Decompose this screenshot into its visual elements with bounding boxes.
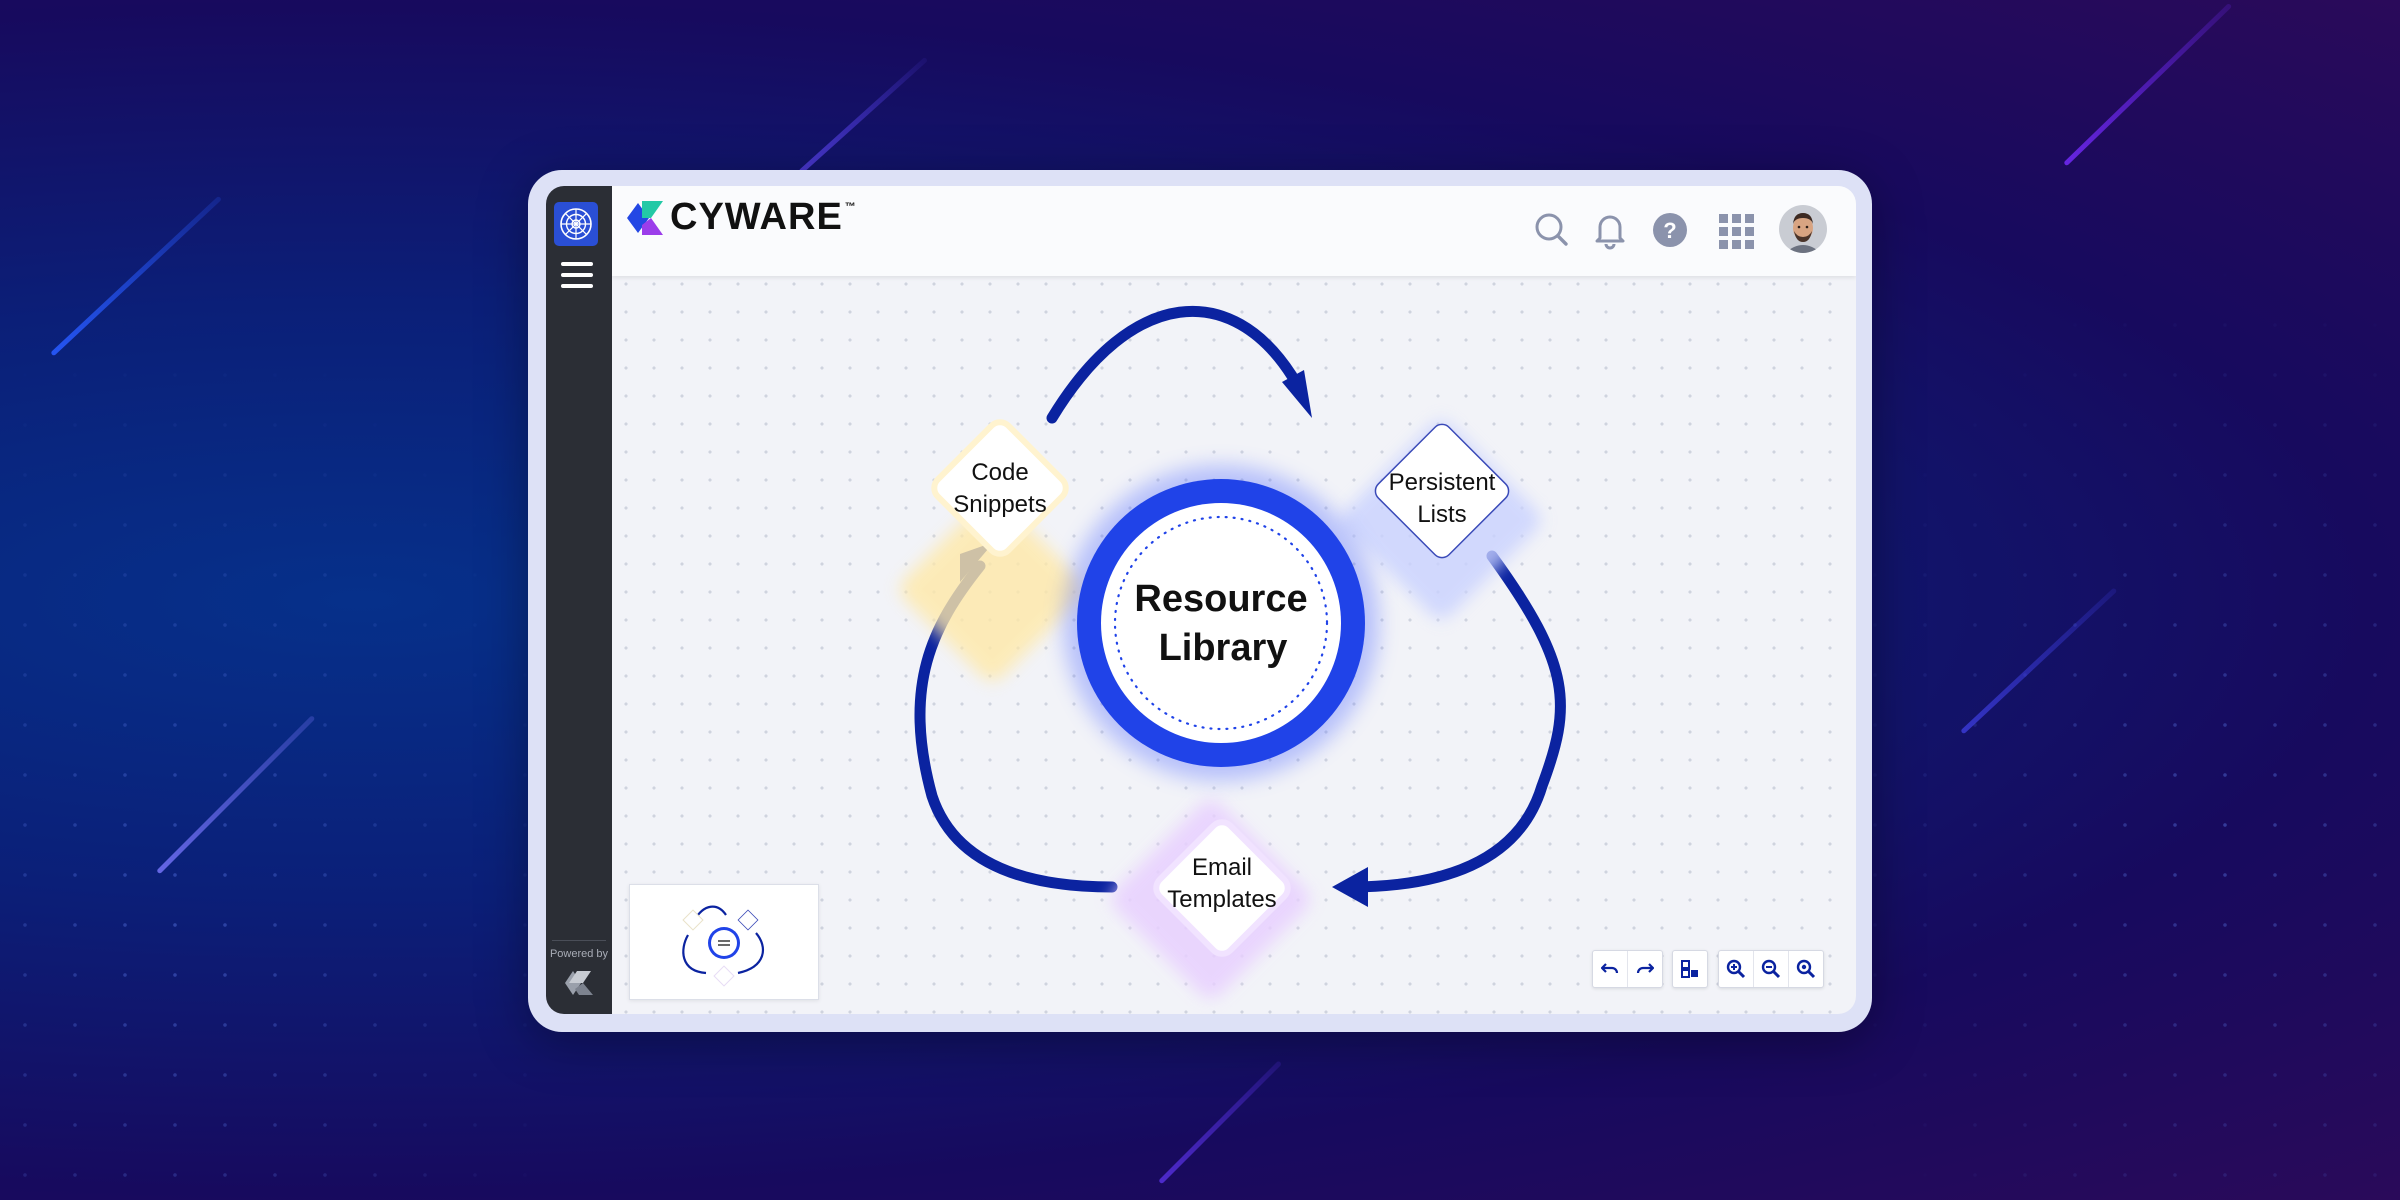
zoom-in-icon[interactable] — [1719, 951, 1753, 987]
node-persistent-lists-line1: Persistent — [1389, 469, 1496, 496]
sidebar: Powered by — [546, 186, 612, 1014]
history-controls — [1592, 950, 1663, 988]
arrowhead-email — [1332, 867, 1368, 907]
search-icon[interactable] — [1532, 208, 1572, 257]
brand-trademark: ™ — [844, 200, 856, 213]
arrow-persistent-to-email — [1346, 550, 1566, 893]
redo-icon[interactable] — [1627, 951, 1662, 987]
powered-by-label: Powered by — [549, 948, 609, 960]
node-code-snippets-line1: Code — [971, 459, 1028, 486]
hamburger-menu-icon[interactable] — [561, 262, 593, 288]
cyware-mark-icon — [563, 968, 595, 1003]
app-logo-icon[interactable] — [554, 202, 598, 246]
bell-icon[interactable] — [1590, 208, 1630, 257]
center-title-line1: Resource — [1134, 578, 1307, 620]
background-streak — [798, 56, 929, 175]
top-bar: CYWARE ™ ? — [612, 186, 1856, 276]
center-resource-library[interactable]: Resource Library — [1063, 465, 1379, 781]
background-streak — [2063, 2, 2233, 167]
minimap[interactable] — [629, 884, 819, 1000]
center-title-line2: Library — [1159, 627, 1288, 669]
arrowhead-persistent — [1282, 370, 1312, 418]
node-email-templates-line2: Templates — [1167, 886, 1276, 913]
resource-library-diagram: Code Snippets Persistent Lists Email Tem… — [895, 305, 1566, 1004]
layout-icon[interactable] — [1673, 951, 1707, 987]
node-persistent-lists[interactable]: Persistent Lists — [1337, 415, 1546, 624]
arrow-code-to-persistent — [1046, 305, 1298, 424]
node-code-snippets[interactable]: Code Snippets — [895, 417, 1090, 686]
background-dot-pattern-right — [1800, 250, 2400, 1200]
layout-controls — [1672, 950, 1708, 988]
node-email-templates[interactable]: Email Templates — [1106, 795, 1315, 1004]
zoom-out-icon[interactable] — [1753, 951, 1788, 987]
user-avatar[interactable] — [1778, 204, 1828, 259]
brand-name: CYWARE — [670, 196, 843, 238]
node-persistent-lists-line2: Lists — [1417, 501, 1466, 528]
help-icon[interactable]: ? — [1650, 208, 1690, 257]
node-code-snippets-line2: Snippets — [953, 491, 1046, 518]
background-streak — [1158, 1060, 1282, 1185]
brand-logo[interactable]: CYWARE ™ — [626, 196, 856, 239]
sidebar-divider — [552, 940, 606, 941]
apps-grid-icon[interactable] — [1716, 208, 1756, 257]
cyware-logo-icon — [627, 200, 663, 235]
undo-icon[interactable] — [1593, 951, 1627, 987]
main-canvas: CYWARE ™ ? — [612, 186, 1856, 1014]
node-email-templates-line1: Email — [1192, 854, 1252, 881]
zoom-fit-icon[interactable] — [1788, 951, 1823, 987]
background-dot-pattern-left — [0, 300, 600, 1200]
zoom-controls — [1718, 950, 1824, 988]
svg-text:?: ? — [1663, 218, 1676, 243]
